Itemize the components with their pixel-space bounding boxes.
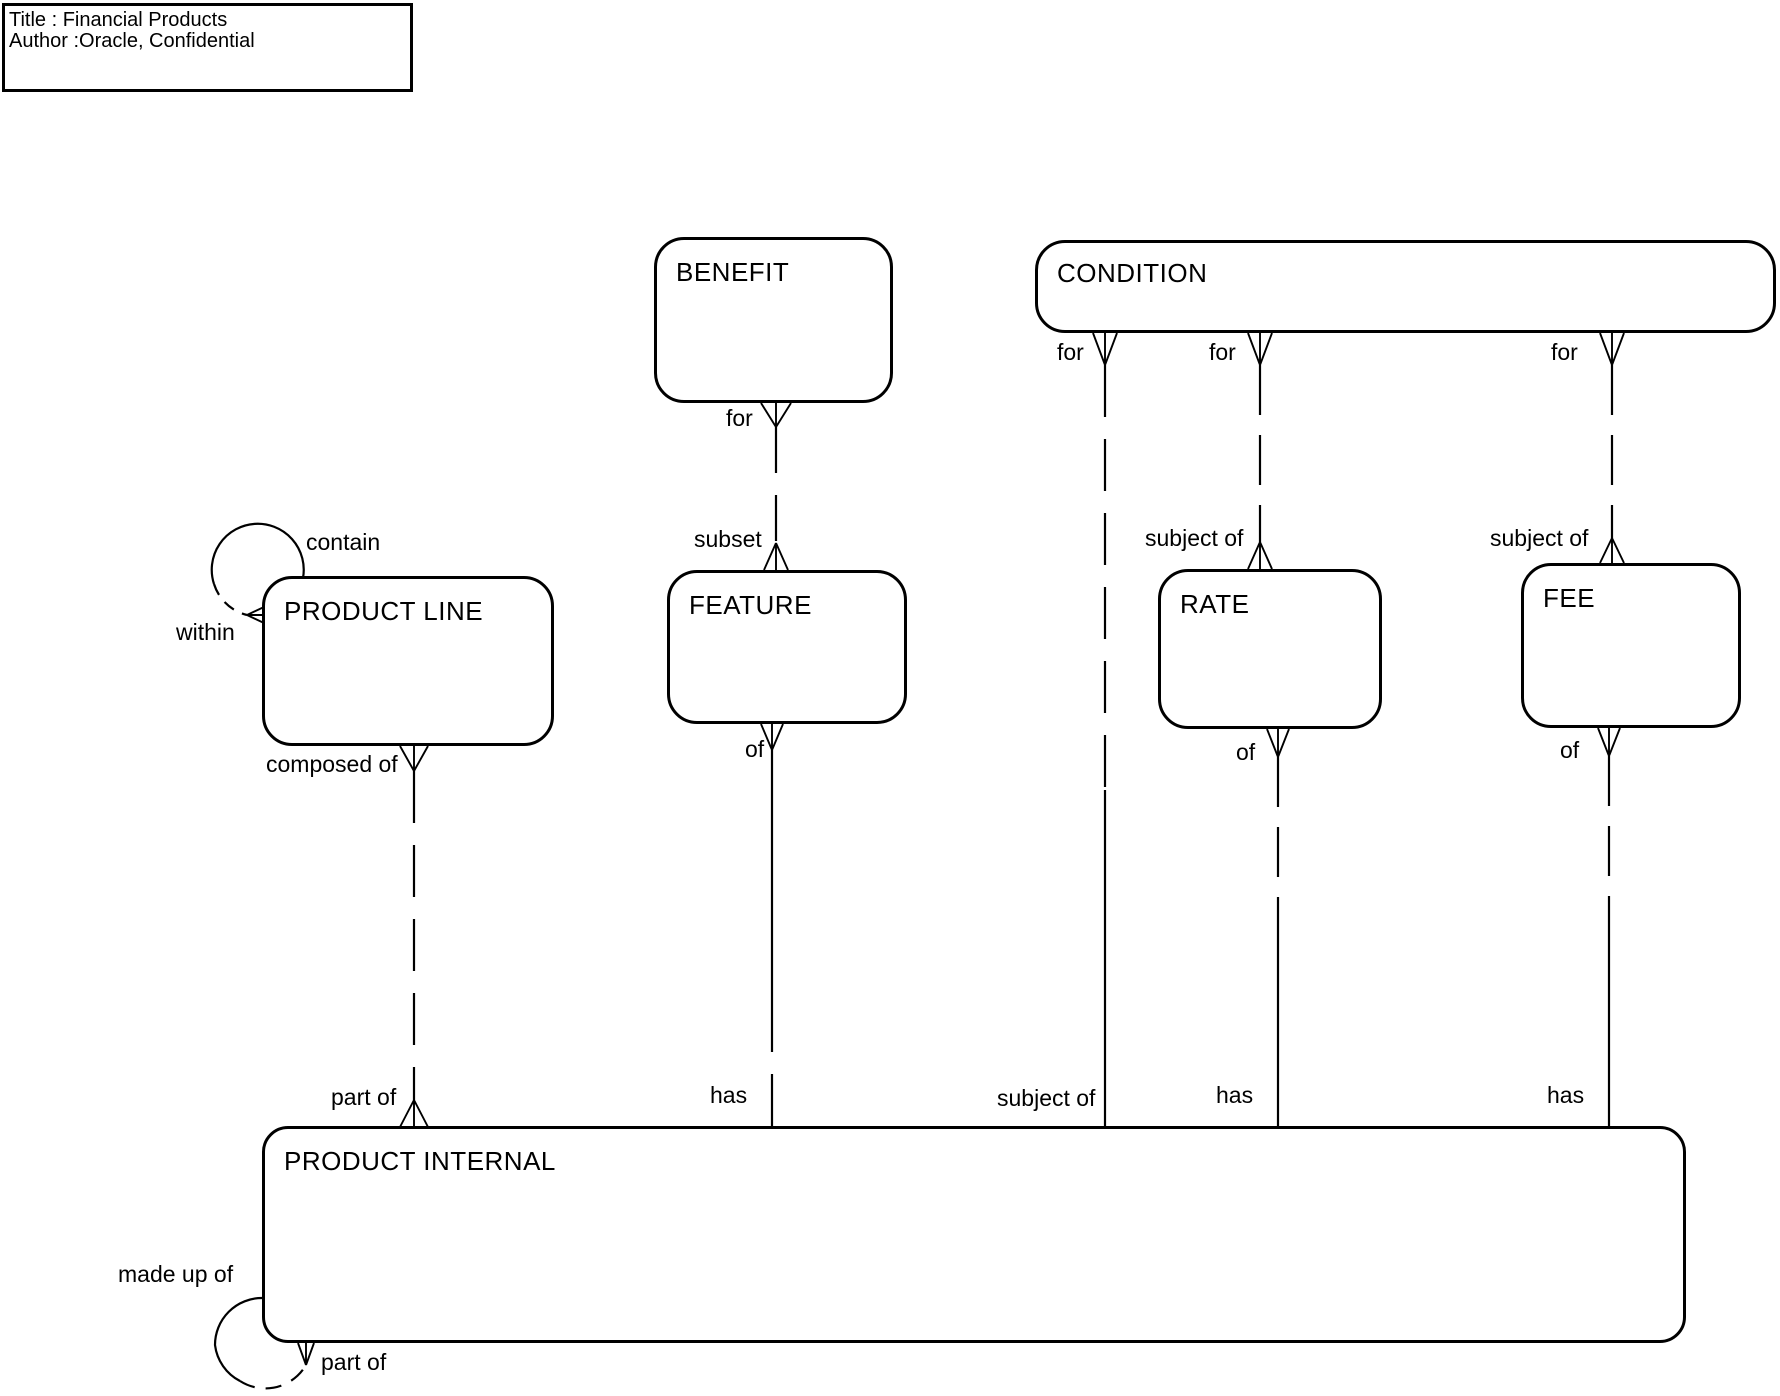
feature-of-label: of xyxy=(745,736,765,762)
entity-fee[interactable]: FEE xyxy=(1521,563,1741,728)
feature-subset-label: subset xyxy=(694,526,762,552)
condition-rate-connector[interactable] xyxy=(1247,332,1273,570)
entity-product-internal[interactable]: PRODUCT INTERNAL xyxy=(262,1126,1686,1343)
condition-for-rate-label: for xyxy=(1209,339,1236,365)
pi-has-feature-label: has xyxy=(710,1082,748,1108)
rate-of-label: of xyxy=(1236,739,1256,765)
entity-benefit[interactable]: BENEFIT xyxy=(654,237,893,403)
product-line-product-internal-connector[interactable] xyxy=(399,745,429,1128)
pi-subject-of-label: subject of xyxy=(997,1085,1096,1111)
pi-self-part-of-label: part of xyxy=(321,1349,387,1375)
benefit-feature-connector[interactable] xyxy=(760,402,792,571)
entity-product-line-name: PRODUCT LINE xyxy=(284,596,484,626)
entity-condition[interactable]: CONDITION xyxy=(1035,240,1776,333)
product-line-contain-label: contain xyxy=(306,529,381,555)
benefit-for-label: for xyxy=(726,405,753,431)
product-line-self-loop[interactable] xyxy=(210,522,305,624)
pi-part-of-label: part of xyxy=(331,1084,397,1110)
diagram-title-line: Title : Financial Products xyxy=(9,9,228,31)
product-line-within-label: within xyxy=(176,619,235,645)
pi-has-fee-label: has xyxy=(1547,1082,1585,1108)
diagram-title-box: Title : Financial Products Author :Oracl… xyxy=(2,3,413,92)
product-line-composed-of-label: composed of xyxy=(266,751,398,777)
rate-product-internal-connector[interactable] xyxy=(1266,728,1290,1127)
entity-fee-name: FEE xyxy=(1543,583,1596,613)
entity-product-internal-name: PRODUCT INTERNAL xyxy=(284,1146,556,1176)
diagram-author-line: Author :Oracle, Confidential xyxy=(9,30,255,52)
entity-rate[interactable]: RATE xyxy=(1158,569,1382,729)
condition-product-internal-connector[interactable] xyxy=(1092,332,1118,1127)
entity-benefit-name: BENEFIT xyxy=(676,257,790,287)
pi-made-up-of-label: made up of xyxy=(118,1261,234,1287)
condition-for-fee-label: for xyxy=(1551,339,1578,365)
fee-of-label: of xyxy=(1560,737,1580,763)
feature-product-internal-connector[interactable] xyxy=(760,723,784,1127)
entity-condition-name: CONDITION xyxy=(1057,258,1208,288)
entity-rate-name: RATE xyxy=(1180,589,1250,619)
condition-fee-connector[interactable] xyxy=(1599,332,1625,564)
product-internal-self-loop[interactable] xyxy=(213,1296,315,1390)
entity-feature[interactable]: FEATURE xyxy=(667,570,907,724)
condition-for-pi-label: for xyxy=(1057,339,1084,365)
fee-subject-of-label: subject of xyxy=(1490,525,1589,551)
rate-subject-of-label: subject of xyxy=(1145,525,1244,551)
entity-product-line[interactable]: PRODUCT LINE xyxy=(262,576,554,746)
entity-feature-name: FEATURE xyxy=(689,590,812,620)
fee-product-internal-connector[interactable] xyxy=(1597,727,1621,1127)
pi-has-rate-label: has xyxy=(1216,1082,1254,1108)
